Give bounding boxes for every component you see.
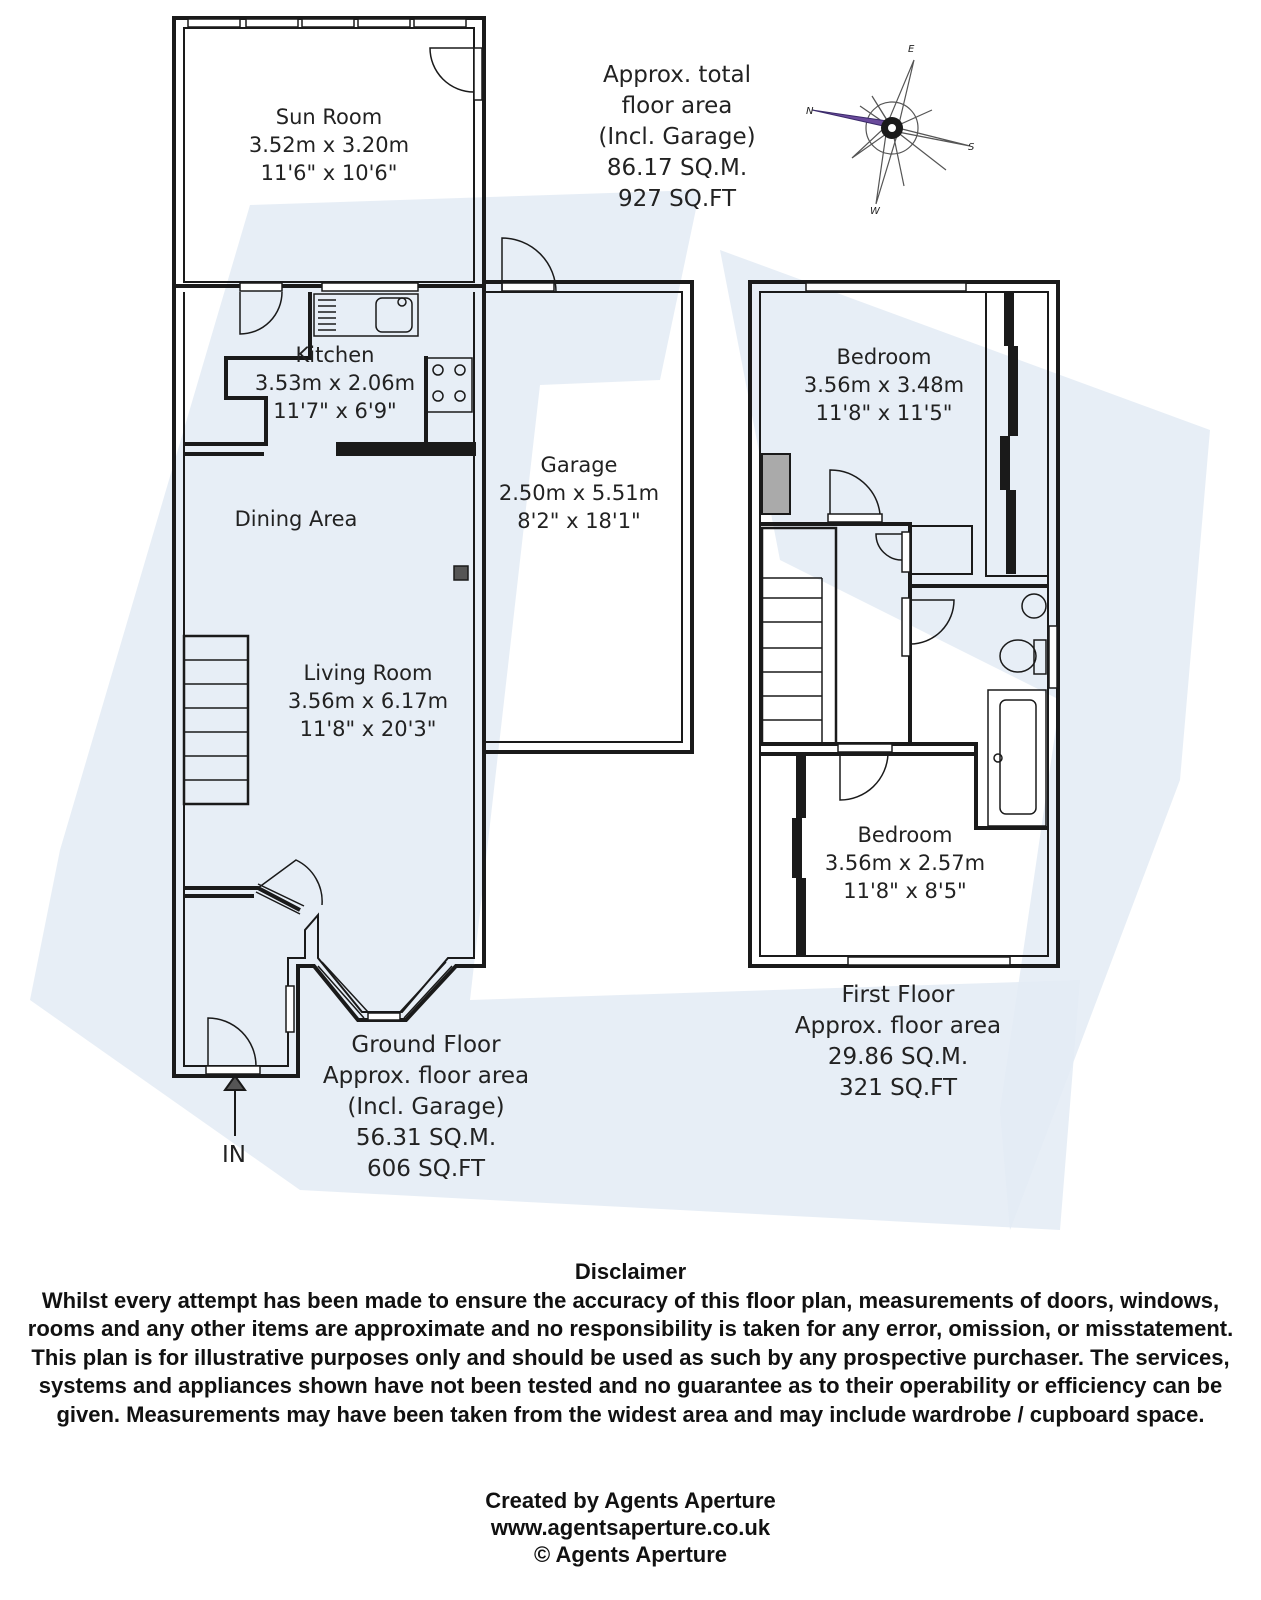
room-label-garage: Garage 2.50m x 5.51m 8'2" x 18'1"	[499, 453, 659, 533]
compass-rose-icon	[811, 59, 971, 205]
first-floor-stairs	[760, 526, 838, 746]
ground-floor-line: (Incl. Garage)	[347, 1094, 504, 1120]
watermark-logo	[30, 190, 1210, 1230]
kitchen-fittings	[313, 293, 473, 413]
first-floor-doors	[829, 469, 955, 801]
room-label-bedroom-1: Bedroom 3.56m x 3.48m 11'8" x 11'5"	[804, 345, 964, 425]
entrance-label: IN	[222, 1142, 246, 1168]
room-imperial: 8'2" x 18'1"	[517, 509, 640, 533]
first-floor-windows	[805, 282, 1058, 966]
first-floor-line: Approx. floor area	[795, 1013, 1001, 1039]
summary-line: 927 SQ.FT	[618, 186, 737, 212]
room-metric: 3.53m x 2.06m	[255, 371, 415, 395]
room-metric: 3.52m x 3.20m	[249, 133, 409, 157]
room-imperial: 11'8" x 20'3"	[300, 717, 437, 741]
compass-west-label: W	[870, 206, 881, 217]
room-imperial: 11'6" x 10'6"	[261, 161, 398, 185]
disclaimer-body: Whilst every attempt has been made to en…	[27, 1287, 1234, 1427]
water-tank-cupboard	[761, 453, 791, 515]
first-floor-line: 29.86 SQ.M.	[828, 1044, 968, 1070]
room-metric: 3.56m x 2.57m	[825, 851, 985, 875]
room-label-living-room: Living Room 3.56m x 6.17m 11'8" x 20'3"	[288, 661, 448, 741]
room-imperial: 11'7" x 6'9"	[273, 399, 396, 423]
room-metric: 2.50m x 5.51m	[499, 481, 659, 505]
room-name: Bedroom	[858, 823, 953, 847]
disclaimer-title: Disclaimer	[574, 1259, 687, 1284]
room-metric: 3.56m x 3.48m	[804, 373, 964, 397]
ground-floor-stairs	[182, 634, 250, 806]
credits-block: Created by Agents Aperture www.agentsape…	[0, 1487, 1261, 1568]
ground-floor-area-summary: Ground Floor Approx. floor area (Incl. G…	[323, 1032, 529, 1182]
summary-line: Approx. total	[603, 62, 751, 88]
entrance-arrow-icon	[223, 1074, 247, 1136]
floor-plan-drawing: N E S W Approx. total floor area (Incl. …	[30, 16, 1210, 1230]
room-label-kitchen: Kitchen 3.53m x 2.06m 11'7" x 6'9"	[255, 343, 415, 423]
ground-floor-doors	[207, 47, 557, 1067]
room-name: Kitchen	[296, 343, 375, 367]
room-imperial: 11'8" x 11'5"	[816, 401, 953, 425]
credits-copyright: © Agents Aperture	[533, 1542, 728, 1567]
bay-window	[255, 883, 453, 1019]
compass-east-label: E	[908, 44, 915, 55]
room-imperial: 11'8" x 8'5"	[843, 879, 966, 903]
first-floor-area-summary: First Floor Approx. floor area 29.86 SQ.…	[795, 982, 1001, 1101]
summary-line: 86.17 SQ.M.	[607, 155, 747, 181]
total-area-summary: Approx. total floor area (Incl. Garage) …	[598, 62, 755, 212]
room-name: Garage	[541, 453, 618, 477]
room-label-sun-room: Sun Room 3.52m x 3.20m 11'6" x 10'6"	[249, 105, 409, 185]
summary-line: floor area	[622, 93, 733, 119]
credits-website-link[interactable]: www.agentsaperture.co.uk	[490, 1515, 771, 1540]
wardrobes	[792, 292, 1018, 956]
room-metric: 3.56m x 6.17m	[288, 689, 448, 713]
room-label-dining-area: Dining Area	[235, 507, 358, 531]
room-name: Living Room	[304, 661, 433, 685]
disclaimer-block: Disclaimer Whilst every attempt has been…	[20, 1258, 1241, 1429]
room-label-bedroom-2: Bedroom 3.56m x 2.57m 11'8" x 8'5"	[825, 823, 985, 903]
ground-floor-line: Ground Floor	[351, 1032, 501, 1058]
compass-north-label: N	[806, 106, 814, 117]
ground-floor-line: 56.31 SQ.M.	[356, 1125, 496, 1151]
first-floor-line: 321 SQ.FT	[839, 1075, 958, 1101]
ground-floor-line: 606 SQ.FT	[367, 1156, 486, 1182]
room-name: Bedroom	[837, 345, 932, 369]
bathroom-fittings	[987, 593, 1047, 827]
room-name: Sun Room	[276, 105, 382, 129]
compass-south-label: S	[968, 142, 975, 153]
first-floor-line: First Floor	[842, 982, 955, 1008]
ground-floor-line: Approx. floor area	[323, 1063, 529, 1089]
summary-line: (Incl. Garage)	[598, 124, 755, 150]
ground-floor-windows	[187, 18, 555, 1075]
credits-created-by: Created by Agents Aperture	[485, 1488, 776, 1513]
